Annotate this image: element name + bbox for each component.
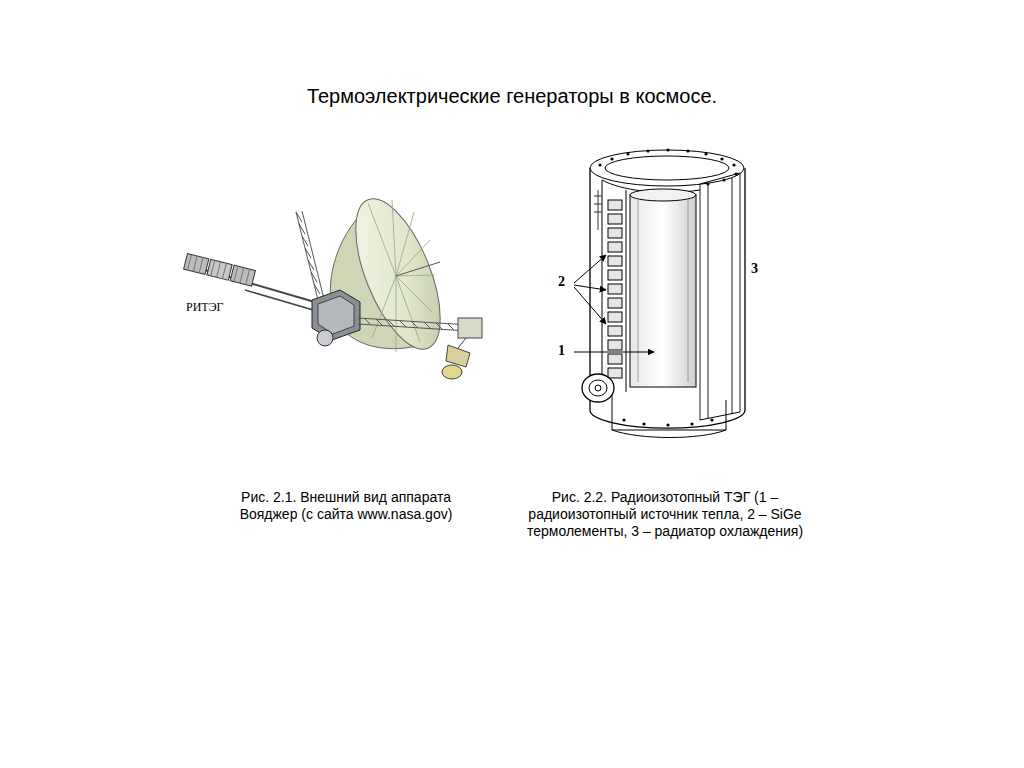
slide-title: Термоэлектрические генераторы в космосе. [112,84,912,108]
voyager-illustration [184,188,482,379]
figure-caption: Рис. 2.1. Внешний вид аппарата Вояджер (… [222,489,470,523]
rtg-cutaway-drawing [574,148,745,437]
callout-number: 3 [751,261,765,278]
callout-number: 2 [558,274,572,291]
callout-number: 1 [558,343,572,360]
figure-caption: Рис. 2.2. Радиоизотопный ТЭГ (1 – радиои… [510,489,820,539]
part-label: РИТЭГ [186,300,246,314]
